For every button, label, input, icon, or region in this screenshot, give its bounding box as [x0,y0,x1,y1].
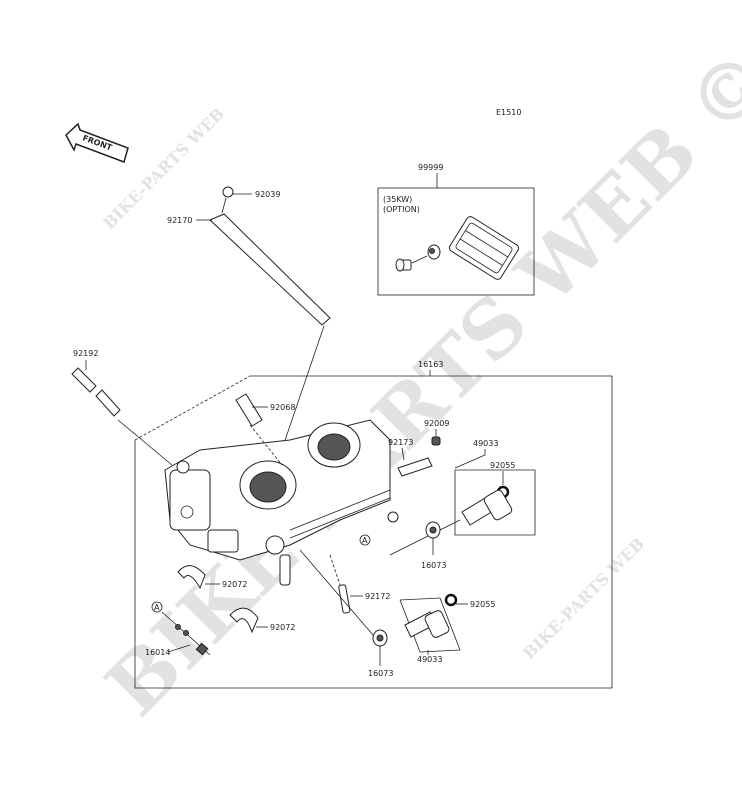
option-kit-99999[interactable]: 99999 (35KW) (OPTION) [377,163,535,296]
part-92009[interactable] [431,436,441,446]
option-note: (35KW) [383,195,412,204]
callout-16073: 16073 [421,561,446,570]
callout-92173: 92173 [388,438,413,447]
callout-16014: 16014 [145,648,170,657]
callout-92009: 92009 [424,419,449,428]
callout-92055: 92055 [490,461,515,470]
callout-92170: 92170 [167,216,192,225]
option-note: (OPTION) [383,205,420,214]
part-92172[interactable] [338,584,351,614]
watermark: BIKE-PARTS WEB [99,104,228,233]
callout-92055: 92055 [470,600,495,609]
part-92039[interactable] [222,186,234,198]
callout-92068: 92068 [270,403,295,412]
part-92192[interactable] [71,367,121,417]
callout-92192: 92192 [73,349,98,358]
ref-a: A [362,536,368,545]
ref-a: A [154,603,160,612]
part-49033[interactable] [461,489,513,526]
callout-49033: 49033 [417,655,442,664]
callout-92172: 92172 [365,592,390,601]
callout-49033: 49033 [473,439,498,448]
callout-99999: 99999 [418,163,443,172]
part-92173[interactable] [397,457,433,477]
part-92068[interactable] [235,393,263,427]
front-arrow-icon: FRONT [65,122,129,163]
watermark: BIKE-PARTS WEB [519,534,648,663]
part-92072[interactable] [177,565,206,590]
part-92055[interactable] [444,593,458,607]
throttle-body[interactable] [164,419,399,586]
part-92170[interactable] [209,213,331,326]
callout-16073: 16073 [368,669,393,678]
part-16014[interactable] [161,611,211,656]
callout-92072: 92072 [270,623,295,632]
callout-92039: 92039 [255,190,280,199]
diagram-code: E1510 [496,108,521,117]
callout-16163: 16163 [418,360,443,369]
part-49033[interactable] [404,609,450,638]
callout-92072: 92072 [222,580,247,589]
part-92072[interactable] [229,607,259,634]
